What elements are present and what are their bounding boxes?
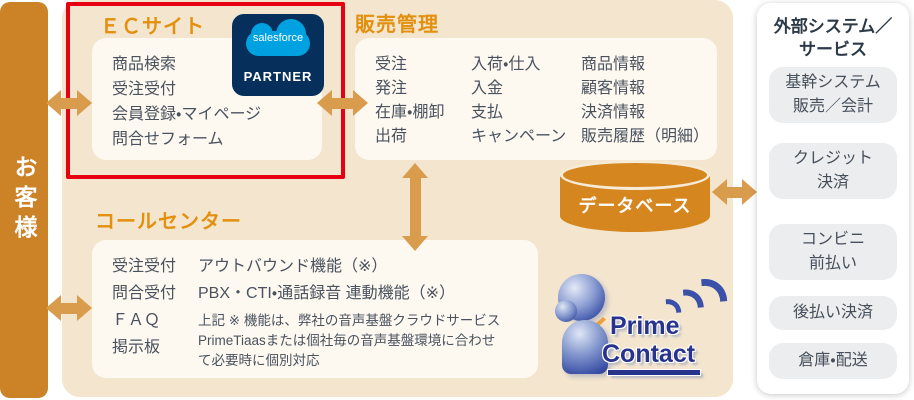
sales-item: 決済情報 (581, 104, 646, 121)
external-chip-credit-payment: クレジット 決済 (769, 143, 897, 199)
callcenter-note: 上記 ※ 機能は、弊社の音声基盤クラウドサービス PrimeTiaasまたは個社… (198, 311, 538, 371)
salesforce-wordmark: salesforce (252, 32, 304, 44)
ec-feature-item: 受注受付 (112, 81, 177, 98)
arrow-shaft (61, 97, 77, 109)
sales-item: 販売履歴（明細） (581, 128, 710, 145)
callcenter-channel-item: 掲示板 (112, 339, 161, 356)
chip-line: 後払い決済 (792, 304, 873, 321)
prime-wordmark-line1: Prime (610, 312, 680, 340)
salesforce-cloud-icon (246, 19, 310, 56)
salesforce-partner-label: PARTNER (243, 69, 313, 84)
ec-site-title: ＥＣサイト (100, 16, 205, 38)
arrow-shaft (727, 186, 742, 198)
sales-item: 出荷 (375, 128, 408, 145)
chip-line: 基幹システム (785, 74, 881, 91)
arrow-head-right-icon (742, 179, 757, 205)
chip-line: 販売／会計 (792, 98, 873, 115)
prime-wordmark-line2: Contact (602, 340, 696, 368)
sales-item: 在庫・棚卸 (375, 104, 445, 121)
database-cylinder: データベース (560, 160, 710, 232)
prime-figure-chin-icon (555, 300, 577, 322)
arrow-head-left-icon (317, 90, 332, 116)
arrow-shaft (409, 178, 421, 236)
external-chip-warehouse-delivery: 倉庫・配送 (769, 343, 897, 379)
sales-item: 入金 (471, 80, 504, 97)
external-title-line: 外部システム／ (773, 17, 893, 36)
prime-contact-logo: Prime Contact (550, 266, 739, 386)
database-cylinder-top (560, 160, 710, 190)
callcenter-channel-item: ＦＡＱ (112, 312, 161, 329)
arrow-head-left-icon (46, 295, 61, 321)
prime-wordmark-underline (608, 370, 700, 375)
external-systems-panel: 外部システム／ サービス 基幹システム 販売／会計 クレジット 決済 コンビニ … (757, 3, 909, 394)
external-chip-core-system: 基幹システム 販売／会計 (769, 67, 897, 123)
customer-bar: お客様 (0, 2, 48, 398)
callcenter-title: コールセンター (95, 211, 242, 233)
arrow-head-left-icon (46, 90, 61, 116)
ec-site-box: ＥＣサイト 商品検索 受注受付 会員登録・マイページ 問合せフォーム sales… (66, 2, 345, 179)
arrow-head-right-icon (77, 90, 92, 116)
callcenter-box: 受注受付 問合受付 ＦＡＱ 掲示板 アウトバウンド機能（※） PBX・CTI・通… (92, 240, 538, 378)
external-chip-convenience-prepay: コンビニ 前払い (769, 224, 897, 280)
sales-management-title: 販売管理 (355, 14, 439, 36)
arrow-head-top-icon (402, 163, 428, 178)
ec-feature-item: 商品検索 (112, 56, 177, 73)
callcenter-channel-item: 問合受付 (112, 285, 177, 302)
salesforce-partner-badge: salesforce PARTNER (232, 14, 324, 96)
chip-line: 倉庫・配送 (798, 352, 868, 369)
sales-item: キャンペーン (471, 128, 567, 145)
sales-item: 入荷・仕入 (471, 56, 541, 73)
arrow-customer-callcenter-icon (46, 295, 92, 321)
chip-line: コンビニ (800, 231, 865, 248)
prime-figure-body-icon (562, 320, 608, 374)
callcenter-channel-item: 受注受付 (112, 258, 177, 275)
sales-column-finance: 入荷・仕入 入金 支払 キャンペーン (471, 53, 581, 160)
callcenter-function-item: PBX・CTI・通話録音 連動機能（※） (198, 285, 456, 302)
sales-item: 商品情報 (581, 56, 646, 73)
sales-item: 支払 (471, 104, 504, 121)
arrow-head-left-icon (712, 179, 727, 205)
chip-line: 決済 (816, 174, 849, 191)
arrow-sales-callcenter-icon (402, 163, 428, 251)
callcenter-channel-list: 受注受付 問合受付 ＦＡＱ 掲示板 (112, 253, 198, 378)
external-systems-title: 外部システム／ サービス (757, 15, 909, 61)
callcenter-note-line: て必要時に個別対応 (198, 353, 320, 368)
arrow-ec-sales-icon (317, 90, 368, 116)
callcenter-function-item: アウトバウンド機能（※） (198, 258, 388, 275)
arrow-shaft (332, 97, 353, 109)
ec-feature-item: 会員登録・マイページ (112, 106, 262, 123)
arrow-customer-ec-icon (46, 90, 92, 116)
sales-item: 顧客情報 (581, 80, 646, 97)
chip-line: 前払い (808, 255, 857, 272)
database-label: データベース (578, 196, 692, 216)
arrow-head-right-icon (77, 295, 92, 321)
arrow-head-bottom-icon (402, 236, 428, 251)
chip-line: クレジット (792, 150, 873, 167)
sales-item: 受注 (375, 56, 408, 73)
external-chip-deferred-payment: 後払い決済 (769, 296, 897, 330)
callcenter-note-line: 上記 ※ 機能は、弊社の音声基盤クラウドサービス (198, 313, 501, 328)
customer-label: お客様 (11, 155, 37, 245)
arrow-head-right-icon (353, 90, 368, 116)
arrow-shaft (61, 302, 77, 314)
sales-column-info: 商品情報 顧客情報 決済情報 販売履歴（明細） (581, 53, 709, 160)
callcenter-note-line: PrimeTiaasまたは個社毎の音声基盤環境に合わせ (198, 333, 496, 348)
callcenter-function-list: アウトバウンド機能（※） PBX・CTI・通話録音 連動機能（※） 上記 ※ 機… (198, 253, 538, 378)
sales-item: 発注 (375, 80, 408, 97)
arrow-database-external-icon (712, 179, 757, 205)
ec-feature-item: 問合せフォーム (112, 131, 224, 148)
sales-column-operations: 受注 発注 在庫・棚卸 出荷 (375, 53, 471, 160)
external-title-line: サービス (799, 40, 867, 59)
sales-management-box: 受注 発注 在庫・棚卸 出荷 入荷・仕入 入金 支払 キャンペーン 商品情報 顧… (355, 38, 717, 160)
